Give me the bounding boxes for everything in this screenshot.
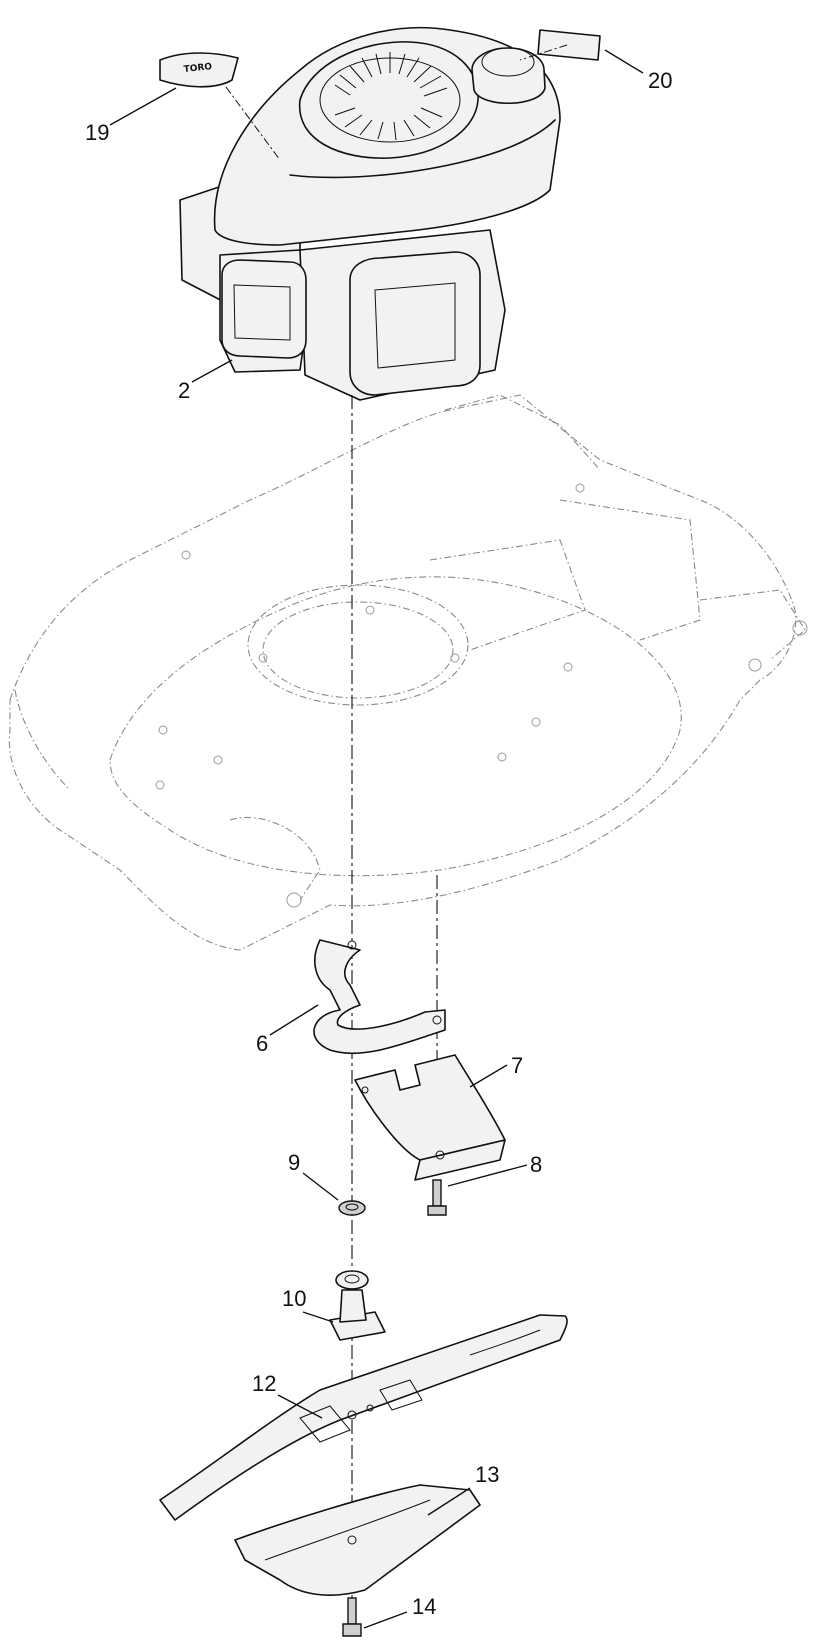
callout-7: 7 bbox=[511, 1053, 523, 1078]
mower-deck-ghost bbox=[8, 394, 808, 951]
callout-2: 2 bbox=[178, 378, 190, 403]
blade-bolt-part bbox=[342, 1597, 362, 1637]
engine-assembly: TORO bbox=[159, 27, 601, 401]
bolt-part bbox=[427, 1179, 447, 1216]
callout-10: 10 bbox=[282, 1286, 306, 1311]
leader-lines bbox=[109, 49, 644, 1629]
callout-6: 6 bbox=[256, 1031, 268, 1056]
callout-12: 12 bbox=[252, 1371, 276, 1396]
bracket-part bbox=[313, 939, 446, 1055]
mulching-plate-part bbox=[234, 1484, 481, 1596]
callout-20: 20 bbox=[648, 68, 672, 93]
callout-9: 9 bbox=[288, 1150, 300, 1175]
baffle-part bbox=[354, 1054, 506, 1181]
callout-labels: 19 20 2 6 7 8 9 10 12 13 14 bbox=[85, 68, 672, 1619]
blade-adapter-part bbox=[329, 1270, 386, 1341]
callout-13: 13 bbox=[475, 1462, 499, 1487]
callout-14: 14 bbox=[412, 1594, 436, 1619]
callout-19: 19 bbox=[85, 120, 109, 145]
blade-part bbox=[159, 1314, 568, 1521]
decal-logo-text: TORO bbox=[183, 62, 213, 75]
washer-part bbox=[338, 1200, 366, 1216]
callout-8: 8 bbox=[530, 1152, 542, 1177]
